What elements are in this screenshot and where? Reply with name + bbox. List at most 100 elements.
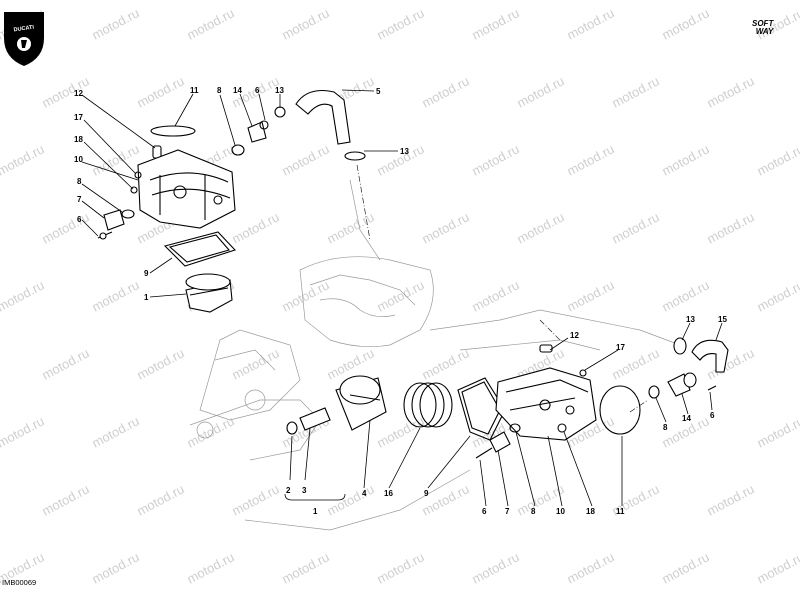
callout-lower: 18 [586,507,595,516]
lower-callouts: 12 17 13 15 8 14 6 2 3 4 16 9 6 7 8 10 1… [286,315,727,516]
callout-lower: 6 [710,411,715,420]
watermark-text: motod.ru [564,141,616,178]
watermark-text: motod.ru [39,481,91,518]
fitting-part-14 [247,121,267,143]
engine-frame-outline [189,179,681,531]
watermark-text: motod.ru [374,549,426,586]
drawing-code-label: IMB00069 [2,578,37,587]
callout-lower: 13 [686,315,695,324]
watermark-text: motod.ru [134,481,186,518]
callout-lower: 2 [286,486,291,495]
callout-lower: 7 [505,507,510,516]
piston-rings-part-16 [403,382,437,428]
callout-upper: 8 [77,177,82,186]
watermark-text: motod.ru [704,209,756,246]
watermark-text: motod.ru [609,209,661,246]
watermark-text: motod.ru [469,549,521,586]
cylinder-lower [495,367,597,441]
cover-part-7 [103,209,125,231]
callout-lower: 12 [570,331,579,340]
watermark-text: motod.ru [39,209,91,246]
callout-lower: 1 [313,507,318,516]
callout-upper: 5 [376,87,381,96]
softway-line2: WAY [755,27,774,36]
watermark-text: motod.ru [0,413,47,450]
logo-lettering: DUCATI [13,25,34,34]
callout-lower: 14 [682,414,691,423]
watermark-text: motod.ru [184,549,236,586]
clamp-part-13 [344,151,366,161]
assembly-axis-lines [356,164,649,413]
callout-lower: 3 [302,486,307,495]
softway-line1: SOFT [752,19,774,28]
watermark-text: motod.ru [754,413,800,450]
o-ring-part-11-lower [599,385,641,435]
callout-upper: 1 [144,293,149,302]
upper-callouts: 12 11 8 14 6 13 5 17 18 10 8 7 6 13 9 1 [74,86,409,302]
callout-upper: 13 [400,147,409,156]
watermark-text: motod.ru [469,277,521,314]
callout-upper: 13 [275,86,284,95]
callout-upper: 18 [74,135,83,144]
callout-upper: 9 [144,269,149,278]
watermark-text: motod.ru [39,345,91,382]
watermark-text: motod.ru [514,209,566,246]
callout-lower: 10 [556,507,565,516]
callout-lower: 16 [384,489,393,498]
watermark-text: motod.ru [374,413,426,450]
watermark-text: motod.ru [0,277,47,314]
softway-brand: SOFT WAY [752,20,773,36]
callout-lower: 11 [616,507,625,516]
watermark-text: motod.ru [279,549,331,586]
watermark-text: motod.ru [754,141,800,178]
callout-lower: 17 [616,343,625,352]
watermark-text: motod.ru [659,277,711,314]
hose-part-15 [691,339,729,373]
gasket-upper [163,231,236,267]
watermark-text: motod.ru [469,5,521,42]
watermark-text: motod.ru [419,73,471,110]
watermark-text: motod.ru [704,481,756,518]
watermark-text: motod.ru [609,73,661,110]
callout-lower: 6 [482,507,487,516]
watermark-text: motod.ru [374,277,426,314]
watermark-text: motod.ru [89,413,141,450]
watermark-text: motod.ru [374,5,426,42]
watermark-layer: motod.ru motod.ru motod.ru motod.ru motod.ru… [0,5,800,586]
watermark-text: motod.ru [419,345,471,382]
watermark-text: motod.ru [89,5,141,42]
watermark-text: motod.ru [229,481,281,518]
callout-lower: 15 [718,315,727,324]
lower-cylinder-assembly [286,337,729,459]
callout-lower: 4 [362,489,367,498]
watermark-text: motod.ru [514,73,566,110]
watermark-text: motod.ru [564,277,616,314]
callout-upper: 14 [233,86,242,95]
leader-lines [81,89,723,507]
callout-upper: 17 [74,113,83,122]
wrist-pin-part-3 [299,407,331,431]
callout-upper: 6 [255,86,260,95]
callout-lower: 8 [531,507,536,516]
callout-upper: 7 [77,195,82,204]
watermark-text: motod.ru [659,5,711,42]
watermark-text: motod.ru [419,481,471,518]
watermark-text: motod.ru [564,549,616,586]
watermark-text: motod.ru [659,141,711,178]
gasket-lower [457,377,506,441]
callout-upper: 8 [217,86,222,95]
o-ring-part-11 [150,125,196,137]
watermark-text: motod.ru [279,277,331,314]
watermark-text: motod.ru [754,549,800,586]
upper-cylinder-assembly [97,89,366,313]
watermark-text: motod.ru [229,209,281,246]
watermark-text: motod.ru [89,549,141,586]
watermark-text: motod.ru [39,73,91,110]
watermark-text: motod.ru [134,345,186,382]
watermark-text: motod.ru [469,141,521,178]
hose-part-5 [295,89,351,145]
watermark-text: motod.ru [279,5,331,42]
clamp-part-13-lower [673,337,687,355]
